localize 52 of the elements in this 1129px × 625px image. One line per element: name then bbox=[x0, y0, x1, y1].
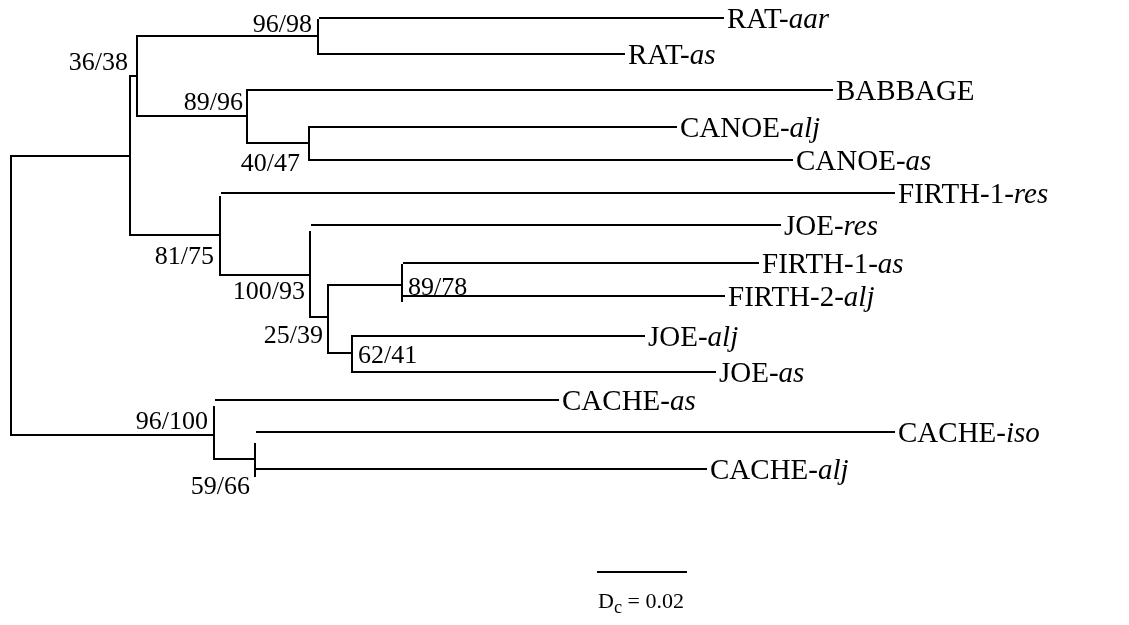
taxon-label: CACHE-as bbox=[562, 384, 696, 416]
tree-branch bbox=[130, 234, 220, 236]
tree-branch bbox=[214, 399, 560, 401]
tree-branch bbox=[309, 159, 794, 161]
tree-branch bbox=[247, 142, 309, 144]
bootstrap-value: 89/78 bbox=[408, 273, 468, 301]
bootstrap-value: 25/39 bbox=[263, 321, 323, 349]
tree-branch bbox=[220, 192, 896, 194]
taxon-label: BABBAGE bbox=[836, 74, 975, 106]
tree-branch bbox=[402, 295, 726, 297]
scale-label: D$_{c}$ = 0.02 bbox=[598, 588, 684, 620]
tree-branch bbox=[137, 35, 318, 37]
tree-branch bbox=[11, 155, 130, 157]
bootstrap-value: 100/93 bbox=[232, 277, 305, 305]
taxon-label: CANOE-as bbox=[796, 144, 932, 176]
tree-branch bbox=[309, 126, 678, 128]
bootstrap-value: 89/96 bbox=[183, 88, 243, 116]
taxon-label: FIRTH-1-res bbox=[898, 177, 1049, 209]
taxon-label: JOE-alj bbox=[648, 320, 739, 352]
tree-branch bbox=[247, 89, 834, 91]
bootstrap-value: 40/47 bbox=[240, 149, 300, 177]
tree-branch bbox=[137, 115, 247, 117]
bootstrap-value: 81/75 bbox=[154, 242, 214, 270]
taxon-label: FIRTH-2-alj bbox=[728, 280, 875, 312]
tree-branch bbox=[318, 53, 626, 55]
tree-branch bbox=[352, 335, 646, 337]
bootstrap-value: 96/100 bbox=[135, 407, 208, 435]
tree-branch bbox=[220, 274, 310, 276]
bootstrap-value: 62/41 bbox=[358, 341, 418, 369]
tree-branch bbox=[130, 75, 137, 77]
tree-branch bbox=[310, 316, 328, 318]
taxon-label: RAT-as bbox=[628, 38, 716, 70]
tree-branch bbox=[402, 262, 760, 264]
tree-branch bbox=[318, 17, 725, 19]
tree-branch bbox=[352, 371, 717, 373]
bootstrap-value: 59/66 bbox=[190, 472, 250, 500]
bootstrap-value: 36/38 bbox=[68, 48, 128, 76]
taxon-label: RAT-aar bbox=[727, 2, 830, 34]
tree-branch bbox=[310, 224, 782, 226]
tree-branch bbox=[255, 431, 896, 433]
taxon-label: CACHE-iso bbox=[898, 416, 1040, 448]
bootstrap-value: 96/98 bbox=[252, 10, 312, 38]
taxon-label: FIRTH-1-as bbox=[762, 247, 904, 279]
taxon-label: JOE-res bbox=[784, 209, 878, 241]
tree-branch bbox=[11, 434, 214, 436]
taxon-label: CACHE-alj bbox=[710, 453, 849, 485]
tree-branch bbox=[214, 458, 255, 460]
taxon-label: CANOE-alj bbox=[680, 111, 821, 143]
tree-branch bbox=[328, 284, 402, 286]
tree-branch bbox=[255, 468, 708, 470]
taxon-label: JOE-as bbox=[719, 356, 805, 388]
tree-branch bbox=[328, 352, 352, 354]
